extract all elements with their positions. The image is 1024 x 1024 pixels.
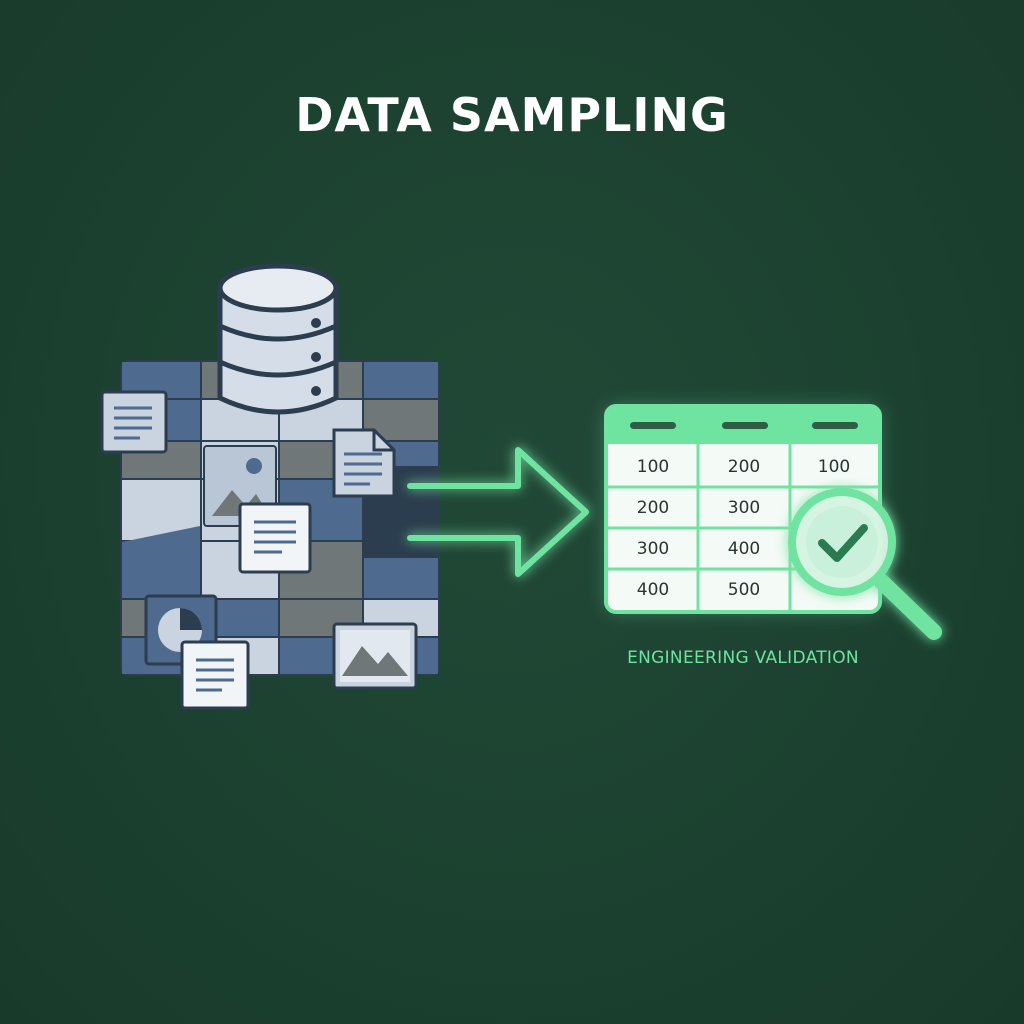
table-cell: 400 bbox=[637, 580, 669, 600]
magnifier-icon bbox=[788, 488, 942, 640]
table-cell: 300 bbox=[637, 539, 669, 559]
table-cell: 100 bbox=[637, 457, 669, 477]
checkmark-icon bbox=[818, 524, 868, 562]
document-icon bbox=[332, 428, 396, 498]
image-icon bbox=[332, 622, 418, 690]
document-icon bbox=[238, 502, 312, 574]
table-cell: 300 bbox=[728, 498, 760, 518]
table-cell: 200 bbox=[637, 498, 669, 518]
table-cell: 200 bbox=[728, 457, 760, 477]
document-icon bbox=[180, 640, 250, 710]
table-cell: 500 bbox=[728, 580, 760, 600]
page-title: DATA SAMPLING bbox=[295, 88, 729, 142]
table-cell: 100 bbox=[818, 457, 850, 477]
caption-label: ENGINEERING VALIDATION bbox=[627, 648, 859, 668]
table-cell: 400 bbox=[728, 539, 760, 559]
document-icon bbox=[100, 390, 168, 454]
database-icon bbox=[217, 263, 339, 415]
arrow-icon bbox=[407, 447, 589, 577]
sample-table: 100 200 100 200 300 300 400 400 500 bbox=[604, 404, 882, 614]
pie-chart-icon bbox=[144, 594, 218, 666]
